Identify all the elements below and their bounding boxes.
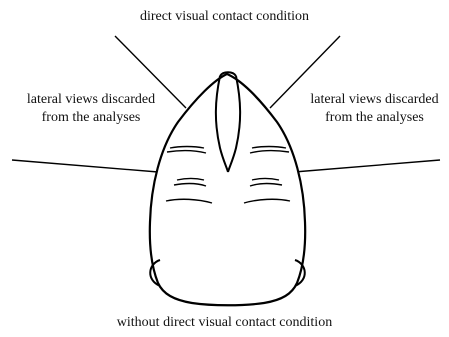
right-label-line-1: lateral views discarded bbox=[300, 91, 449, 109]
bottom-label: without direct visual contact condition bbox=[0, 314, 449, 332]
right-label: lateral views discarded from the analyse… bbox=[300, 91, 449, 127]
left-label-line-1: lateral views discarded bbox=[0, 91, 182, 109]
divider-line-lower-right bbox=[294, 160, 440, 172]
left-label: lateral views discarded from the analyse… bbox=[0, 91, 182, 127]
divider-line-lower-left bbox=[12, 160, 158, 172]
left-label-line-2: from the analyses bbox=[0, 109, 182, 127]
right-label-line-2: from the analyses bbox=[300, 109, 449, 127]
top-label: direct visual contact condition bbox=[0, 8, 449, 26]
